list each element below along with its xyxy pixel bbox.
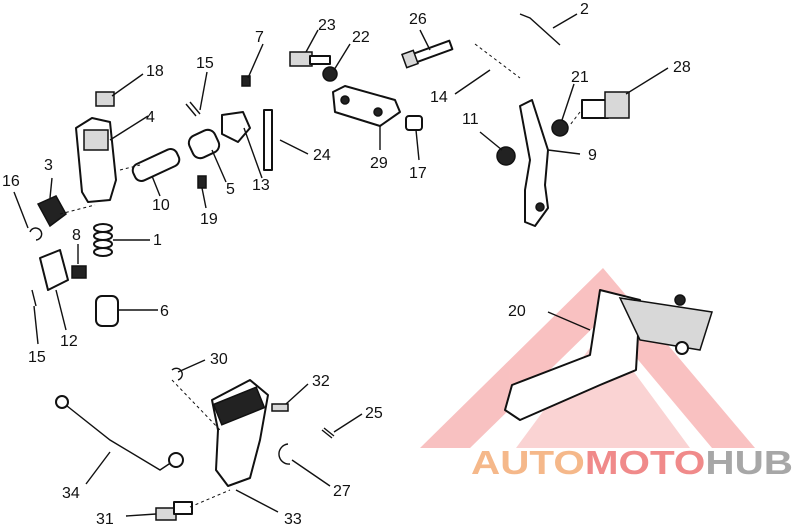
part-22-nut — [322, 66, 338, 82]
part-9-lever — [519, 99, 549, 227]
callout-1: 1 — [153, 232, 162, 249]
callout-31: 31 — [96, 511, 114, 525]
part-19-pin — [197, 175, 207, 189]
callout-11: 11 — [462, 111, 479, 128]
part-18-screw — [95, 91, 115, 107]
part-21-nut — [551, 119, 569, 137]
part-13-bracket — [221, 111, 251, 143]
callout-labels: 2 26 23 22 7 18 15 4 14 28 21 11 9 24 13… — [2, 1, 691, 525]
part-28-bolt — [581, 91, 630, 119]
callout-12: 12 — [60, 333, 78, 350]
callout-20: 20 — [508, 303, 526, 320]
part-1-spring — [93, 223, 113, 257]
watermark-logo — [420, 268, 755, 448]
callout-25: 25 — [365, 405, 383, 422]
callout-4: 4 — [146, 109, 155, 126]
part-17-bushing — [405, 115, 423, 131]
callout-17: 17 — [409, 165, 427, 182]
part-25-cotter-pin — [321, 427, 335, 439]
callout-30: 30 — [210, 351, 228, 368]
leader-lines — [13, 13, 669, 517]
callout-2: 2 — [580, 1, 589, 18]
callout-15-upper: 15 — [196, 55, 214, 72]
callout-18: 18 — [146, 63, 164, 80]
callout-3: 3 — [44, 157, 53, 174]
part-14-spring — [474, 43, 521, 79]
callout-26: 26 — [409, 11, 427, 28]
callout-16: 16 — [2, 173, 20, 190]
watermark-word-moto: MOTO — [585, 444, 706, 481]
callout-10: 10 — [152, 197, 170, 214]
callout-6: 6 — [160, 303, 169, 320]
callout-32: 32 — [312, 373, 330, 390]
part-11-nut — [496, 146, 516, 166]
callout-29: 29 — [370, 155, 388, 172]
part-23-bolt — [289, 51, 331, 67]
part-12-block — [39, 249, 69, 291]
part-29-bracket — [332, 85, 401, 127]
watermark-word-auto: AUTO — [471, 444, 585, 481]
callout-8: 8 — [72, 227, 81, 244]
part-30-clip — [171, 367, 183, 381]
assembly-lines — [59, 111, 581, 508]
part-5-sleeve — [187, 128, 221, 160]
part-34-rod — [61, 401, 176, 471]
part-3-clip — [36, 195, 67, 228]
callout-34: 34 — [62, 485, 80, 502]
callout-27: 27 — [333, 483, 351, 500]
callout-19: 19 — [200, 211, 218, 228]
part-15-cotter-pin-upper — [185, 101, 201, 117]
watermark-triangle — [420, 268, 755, 448]
callout-28: 28 — [673, 59, 691, 76]
callout-13: 13 — [252, 177, 270, 194]
callout-14: 14 — [430, 89, 448, 106]
part-2-rod — [519, 13, 561, 46]
part-8-screw — [71, 265, 87, 279]
callout-9: 9 — [588, 147, 597, 164]
part-6-cap — [95, 295, 119, 327]
callout-23: 23 — [318, 17, 336, 34]
callout-15-lower: 15 — [28, 349, 46, 366]
part-27-washer — [278, 443, 291, 465]
callout-22: 22 — [352, 29, 370, 46]
callout-24: 24 — [313, 147, 331, 164]
watermark-inner-triangle — [516, 330, 690, 448]
callout-21: 21 — [571, 69, 589, 86]
part-7-screw — [241, 75, 251, 87]
part-24-pin — [263, 109, 273, 171]
callout-33: 33 — [284, 511, 302, 525]
part-32-pin — [271, 403, 289, 412]
callout-7: 7 — [255, 29, 264, 46]
callout-5: 5 — [226, 181, 235, 198]
part-16-ring — [29, 227, 43, 241]
part-10-shaft — [131, 148, 181, 182]
part-15-cotter-pin-lower — [31, 289, 37, 307]
watermark-word-hub: HUB — [705, 444, 793, 481]
